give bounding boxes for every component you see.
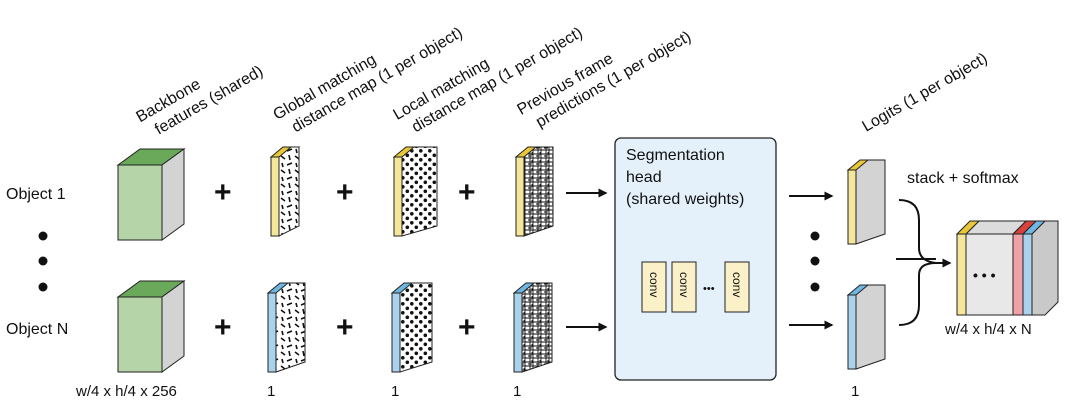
header-backbone: Backbone features (shared): [134, 63, 267, 139]
backbone-block-object-n: [116, 280, 186, 373]
conv-layer-2-label: conv: [677, 272, 691, 297]
header-logits: Logits (1 per object): [860, 50, 991, 135]
segmentation-head: Segmentation head (shared weights) conv …: [614, 137, 777, 381]
row-ellipsis: [38, 231, 48, 292]
conv-layer-1-label: conv: [647, 272, 661, 297]
logit-object-n: [846, 284, 886, 370]
conv-layer-3: conv: [724, 261, 750, 313]
logits-ellipsis: [810, 231, 820, 292]
row-label-object-n: Object N: [6, 321, 68, 338]
backbone-block-object-1: [116, 148, 186, 241]
stack-softmax-label: stack + softmax: [907, 170, 1019, 187]
global-map-object-1: [269, 146, 301, 237]
plus-local-object-1: +: [336, 176, 354, 209]
conv-ellipsis: •••: [703, 283, 715, 295]
conv-layer-2: conv: [671, 261, 697, 313]
output-stack: • • •: [955, 220, 1059, 316]
previous-map-object-1: [514, 146, 554, 237]
dim-output: w/4 x h/4 x N: [944, 321, 1032, 338]
conv-layer-3-label: conv: [730, 272, 744, 297]
head-title-line2: head: [626, 169, 662, 186]
plus-previous-object-n: +: [458, 311, 476, 344]
head-title-line3: (shared weights): [626, 191, 744, 208]
merge-brace: [896, 199, 937, 326]
dim-global: 1: [267, 383, 275, 400]
row-label-object-1: Object 1: [6, 186, 66, 203]
plus-local-object-n: +: [336, 311, 354, 344]
previous-map-object-n: [512, 282, 553, 373]
header-previous: Previous frame predictions (1 per object…: [515, 28, 695, 131]
local-map-object-n: [390, 282, 433, 373]
global-map-object-n: [266, 282, 306, 373]
plus-global-object-1: +: [214, 176, 232, 209]
dim-backbone: w/4 x h/4 x 256: [75, 383, 177, 400]
local-map-object-1: [392, 146, 438, 237]
dim-local: 1: [391, 383, 399, 400]
dim-logits: 1: [851, 383, 859, 400]
dim-previous: 1: [513, 383, 521, 400]
conv-layer-1: conv: [641, 261, 667, 313]
plus-previous-object-1: +: [458, 176, 476, 209]
output-ellipsis: • • •: [973, 267, 996, 283]
logit-object-1: [846, 159, 886, 245]
head-title-line1: Segmentation: [626, 147, 725, 164]
plus-global-object-n: +: [214, 311, 232, 344]
header-logits-line1: Logits (1 per object): [860, 50, 991, 135]
